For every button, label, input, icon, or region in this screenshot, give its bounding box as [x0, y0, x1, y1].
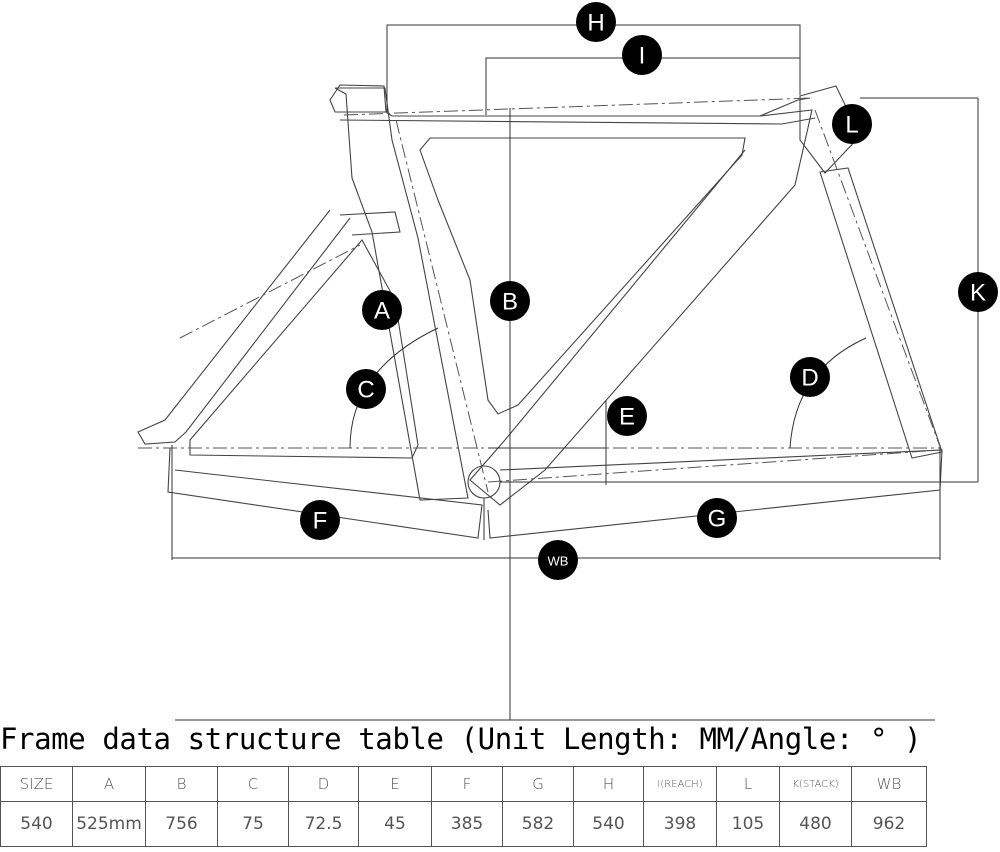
label-b-badge: B	[490, 281, 530, 321]
value-cell: 385	[431, 801, 503, 847]
header-cell: C	[217, 766, 289, 802]
table-title: Frame data structure table (Unit Length:…	[0, 722, 922, 756]
main-triangle-inner	[419, 137, 746, 415]
svg-text:G: G	[708, 506, 727, 533]
value-cell: 72.5	[288, 801, 359, 847]
label-h-badge: H	[576, 2, 616, 42]
value-cell: 480	[779, 801, 852, 847]
svg-text:I: I	[639, 43, 646, 70]
value-cell: 75	[217, 801, 289, 847]
svg-text:K: K	[970, 280, 986, 307]
header-cell: F	[431, 766, 503, 802]
header-cell: SIZE	[0, 766, 73, 802]
fork-outline	[819, 167, 943, 459]
svg-text:D: D	[801, 365, 818, 392]
svg-text:A: A	[374, 298, 390, 325]
seat-stay-outline	[137, 209, 351, 445]
table-header-row: SIZE A B C D E F G H I(REACH) L K(STACK)…	[0, 766, 927, 802]
label-d-badge: D	[790, 357, 830, 397]
label-wb-badge: WB	[538, 540, 578, 580]
value-cell: 398	[643, 801, 717, 847]
value-cell: 540	[573, 801, 644, 847]
svg-text:H: H	[587, 10, 604, 37]
header-cell: D	[288, 766, 359, 802]
svg-text:F: F	[313, 508, 328, 535]
svg-text:C: C	[357, 377, 374, 404]
header-cell: E	[358, 766, 432, 802]
seat-tube-outline	[334, 87, 469, 501]
down-tube-outline	[469, 109, 813, 506]
header-cell: H	[573, 766, 644, 802]
label-c-badge: C	[346, 369, 386, 409]
header-cell: L	[716, 766, 780, 802]
label-g-badge: G	[697, 498, 737, 538]
svg-text:B: B	[502, 289, 518, 316]
svg-text:E: E	[619, 404, 635, 431]
svg-text:WB: WB	[548, 554, 569, 569]
label-l-badge: L	[832, 104, 872, 144]
label-a-badge: A	[362, 290, 402, 330]
header-cell: WB	[851, 766, 927, 802]
seat-post-clamp	[329, 84, 387, 113]
head-tube-outline	[799, 85, 861, 174]
value-cell: 525mm	[72, 801, 146, 847]
label-k-badge: K	[958, 272, 998, 312]
frame-geometry-table: SIZE A B C D E F G H I(REACH) L K(STACK)…	[0, 766, 927, 847]
header-cell: I(REACH)	[643, 766, 717, 802]
value-cell: 540	[0, 801, 73, 847]
label-e-badge: E	[607, 396, 647, 436]
value-cell: 756	[145, 801, 218, 847]
header-cell: B	[145, 766, 218, 802]
value-cell: 582	[502, 801, 574, 847]
value-cell: 105	[716, 801, 780, 847]
header-cell: K(STACK)	[779, 766, 852, 802]
label-i-badge: I	[622, 35, 662, 75]
header-cell: A	[72, 766, 146, 802]
value-cell: 962	[851, 801, 927, 847]
rear-triangle-inner	[189, 239, 419, 459]
table-value-row: 540 525mm 756 75 72.5 45 385 582 540 398…	[0, 801, 927, 847]
svg-text:L: L	[845, 112, 858, 139]
label-f-badge: F	[300, 500, 340, 540]
chain-stay-outline	[167, 447, 483, 539]
header-cell: G	[502, 766, 574, 802]
value-cell: 45	[358, 801, 432, 847]
